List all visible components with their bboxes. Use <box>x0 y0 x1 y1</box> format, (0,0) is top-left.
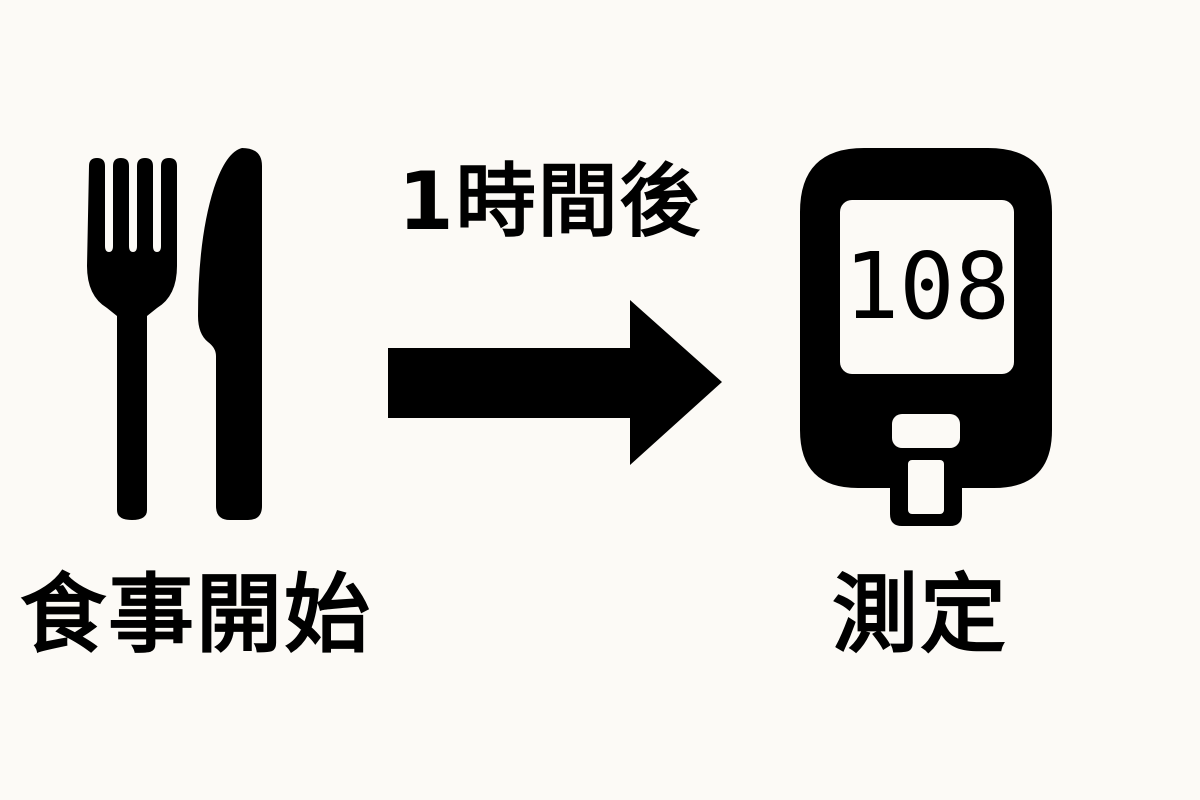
interval-label: 1時間後 <box>398 155 702 248</box>
meal-start-label: 食事開始 <box>20 565 372 665</box>
fork-icon <box>87 158 177 520</box>
arrow-right-icon <box>388 300 722 465</box>
meter-reading: 108 <box>844 233 1010 340</box>
measure-label: 測定 <box>832 565 1008 665</box>
knife-icon <box>198 148 262 520</box>
glucose-meter-icon: 108 <box>800 148 1052 526</box>
